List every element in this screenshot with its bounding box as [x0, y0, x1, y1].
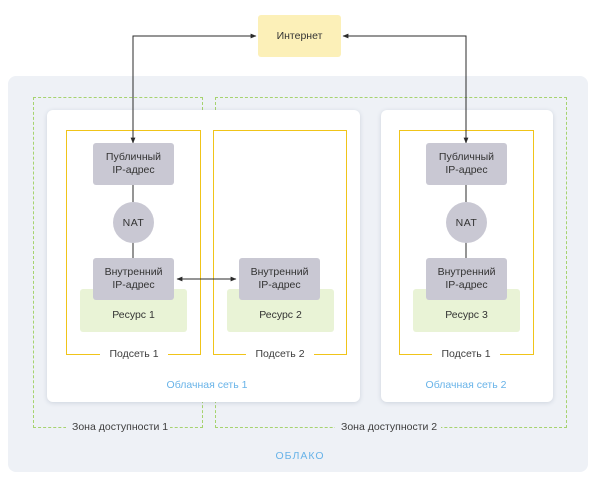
internal-ip-node-2: Внутренний IP-адрес [239, 258, 320, 300]
internal-ip-node-3: Внутренний IP-адрес [426, 258, 507, 300]
public-ip-node-1: Публичный IP-адрес [93, 143, 174, 185]
subnet-2-zone-2-label: Подсеть 2 [246, 348, 314, 360]
connector-public-ip-3-internet [342, 33, 469, 144]
nat-node-3: NAT [446, 202, 487, 243]
connector-public-ip-1-internet [130, 33, 257, 144]
availability-zone-2-label: Зона доступности 2 [335, 421, 441, 433]
nat-node-1: NAT [113, 202, 154, 243]
cloud-network-2-label: Облачная сеть 2 [425, 379, 507, 391]
availability-zone-1-label: Зона доступности 1 [66, 421, 170, 433]
subnet-1-zone-1-label: Подсеть 1 [100, 348, 168, 360]
internal-ip-node-1: Внутренний IP-адрес [93, 258, 174, 300]
resource-3-label: Ресурс 3 [445, 309, 488, 321]
resource-2-label: Ресурс 2 [259, 309, 302, 321]
subnet-1-network-2-label: Подсеть 1 [432, 348, 500, 360]
cloud-network-1-label: Облачная сеть 1 [166, 379, 248, 391]
cloud-label: ОБЛАКО [275, 450, 325, 462]
internet-node: Интернет [258, 15, 341, 57]
public-ip-node-3: Публичный IP-адрес [426, 143, 507, 185]
resource-1-label: Ресурс 1 [112, 309, 155, 321]
